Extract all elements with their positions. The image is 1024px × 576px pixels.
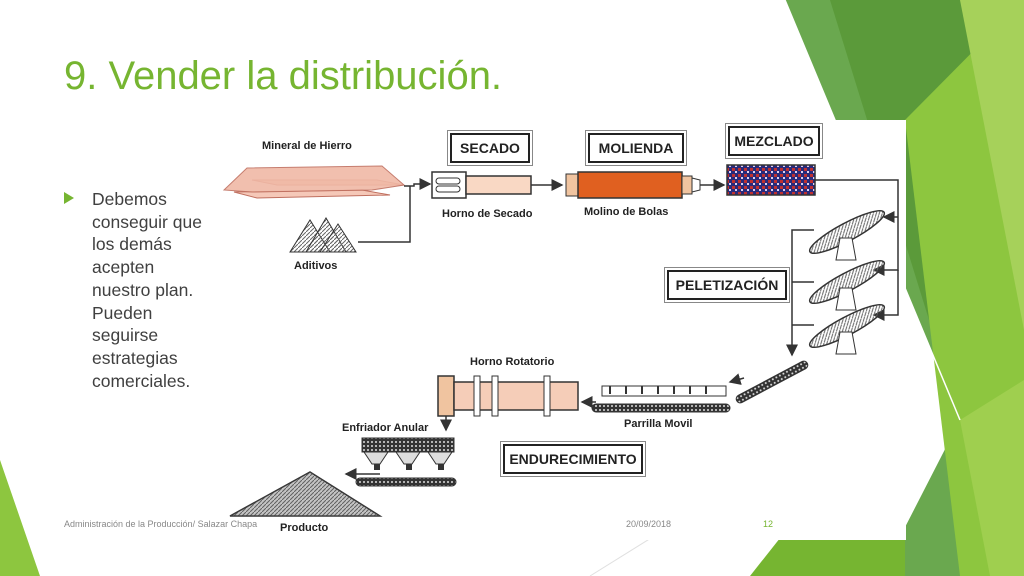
label-parrilla-movil: Parrilla Movil xyxy=(624,418,693,430)
parrilla-movil-icon xyxy=(591,385,731,413)
product-conveyor-icon xyxy=(355,477,457,487)
stage-mezclado-box: MEZCLADO xyxy=(725,123,823,159)
producto-pile-icon xyxy=(229,471,383,517)
horno-rotatorio-icon xyxy=(437,375,579,417)
bullet-arrow-icon xyxy=(64,192,74,204)
inclined-conveyor-icon xyxy=(735,360,809,404)
aditivos-icon xyxy=(289,217,357,253)
diagram-graphics xyxy=(222,164,899,517)
enfriador-anular-icon xyxy=(361,437,455,470)
pelletizer-discs-icon xyxy=(808,209,886,355)
stage-secado-box: SECADO xyxy=(447,130,533,166)
footer-date: 20/09/2018 xyxy=(626,519,672,529)
label-molino-bolas: Molino de Bolas xyxy=(584,206,669,218)
label-enfriador-anular: Enfriador Anular xyxy=(342,422,429,434)
stage-endurecimiento-box: ENDURECIMIENTO xyxy=(500,441,646,477)
footer-course: Administración de la Producción/ Salazar… xyxy=(64,519,258,529)
label-horno-rotatorio: Horno Rotatorio xyxy=(470,356,555,368)
label-mineral-hierro: Mineral de Hierro xyxy=(262,140,352,152)
label-horno-secado: Horno de Secado xyxy=(442,208,533,220)
footer-page-number: 12 xyxy=(763,519,774,529)
stage-molienda-box: MOLIENDA xyxy=(585,130,687,166)
process-diagram: SECADO MOLIENDA MEZCLADO PELETIZACIÓN EN… xyxy=(222,120,906,540)
slide-title: 9. Vender la distribución. xyxy=(64,54,503,98)
label-aditivos: Aditivos xyxy=(294,260,338,272)
mezclado-mixture-icon xyxy=(726,164,816,196)
label-producto: Producto xyxy=(280,522,329,534)
mineral-piles-icon xyxy=(222,165,406,199)
stage-peletizacion-box: PELETIZACIÓN xyxy=(664,267,790,303)
molino-bolas-icon xyxy=(565,171,701,199)
bullet-text: Debemos conseguir que los demás acepten … xyxy=(92,189,202,391)
horno-secado-icon xyxy=(431,171,532,199)
